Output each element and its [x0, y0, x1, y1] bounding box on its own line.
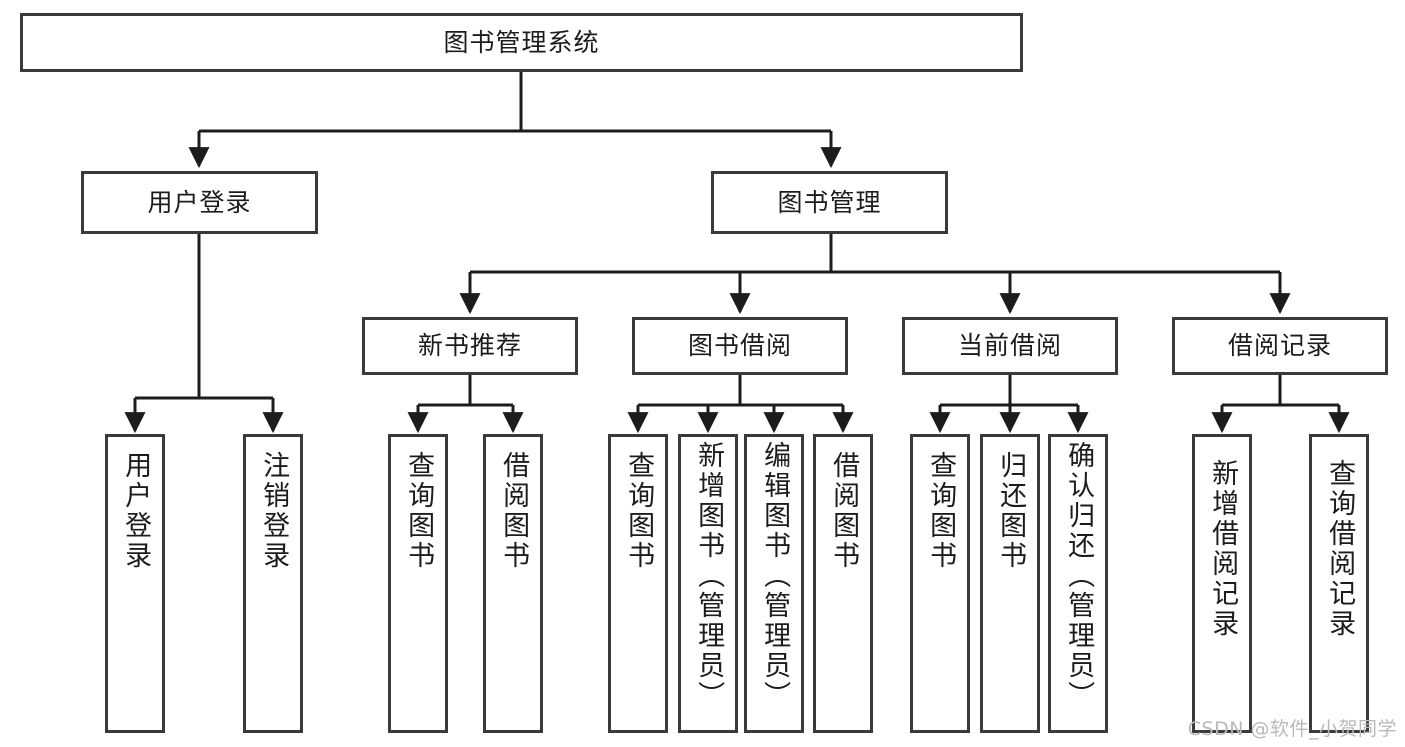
node-root-system[interactable]: 图书管理系统: [20, 13, 1023, 72]
node-label: 新增借阅记录: [1207, 459, 1239, 639]
leaf-new-book-query-book[interactable]: 查询图书: [388, 434, 448, 733]
node-label: 借阅图书: [828, 451, 860, 571]
node-current-borrow[interactable]: 当前借阅: [902, 317, 1118, 375]
node-label: 新书推荐: [417, 331, 522, 361]
node-label: 查询图书: [925, 451, 957, 571]
node-label: 图书管理: [777, 187, 882, 217]
node-label: 用户登录: [147, 187, 252, 217]
leaf-current-borrow-return-book[interactable]: 归还图书: [980, 434, 1040, 733]
watermark-text: CSDN @软件_小贺同学: [1187, 718, 1397, 740]
node-label: 借阅记录: [1227, 331, 1332, 361]
node-label: 注销登录: [258, 451, 290, 571]
node-label: 用户登录: [120, 451, 152, 571]
leaf-borrow-record-add-record[interactable]: 新增借阅记录: [1192, 434, 1252, 733]
node-book-borrow[interactable]: 图书借阅: [632, 317, 848, 375]
node-user-login[interactable]: 用户登录: [81, 171, 318, 234]
leaf-current-borrow-query-book[interactable]: 查询图书: [910, 434, 970, 733]
node-new-book-recommend[interactable]: 新书推荐: [362, 317, 578, 375]
node-borrow-record[interactable]: 借阅记录: [1172, 317, 1388, 375]
node-label: 归还图书: [995, 451, 1027, 571]
node-label: 查询图书: [623, 451, 655, 571]
leaf-book-borrow-add-book-admin[interactable]: 新增图书（管理员）: [678, 434, 738, 733]
node-label: 图书借阅: [687, 331, 792, 361]
leaf-user-login-login[interactable]: 用户登录: [105, 434, 165, 733]
node-label: 查询图书: [403, 451, 435, 571]
node-book-management[interactable]: 图书管理: [711, 171, 948, 234]
leaf-new-book-borrow-book[interactable]: 借阅图书: [483, 434, 543, 733]
leaf-current-borrow-confirm-return-admin[interactable]: 确认归还（管理员）: [1048, 434, 1108, 733]
leaf-user-login-logout[interactable]: 注销登录: [243, 434, 303, 733]
node-label: 借阅图书: [498, 451, 530, 571]
leaf-book-borrow-borrow-book[interactable]: 借阅图书: [813, 434, 873, 733]
node-label: 确认归还（管理员）: [1063, 441, 1095, 711]
node-label: 新增图书（管理员）: [693, 441, 725, 711]
node-label: 图书管理系统: [443, 27, 600, 57]
leaf-book-borrow-edit-book-admin[interactable]: 编辑图书（管理员）: [744, 434, 804, 733]
leaf-borrow-record-query-record[interactable]: 查询借阅记录: [1309, 434, 1369, 733]
leaf-book-borrow-query-book[interactable]: 查询图书: [608, 434, 668, 733]
node-label: 编辑图书（管理员）: [759, 441, 791, 711]
node-label: 当前借阅: [957, 331, 1062, 361]
node-label: 查询借阅记录: [1324, 459, 1356, 639]
